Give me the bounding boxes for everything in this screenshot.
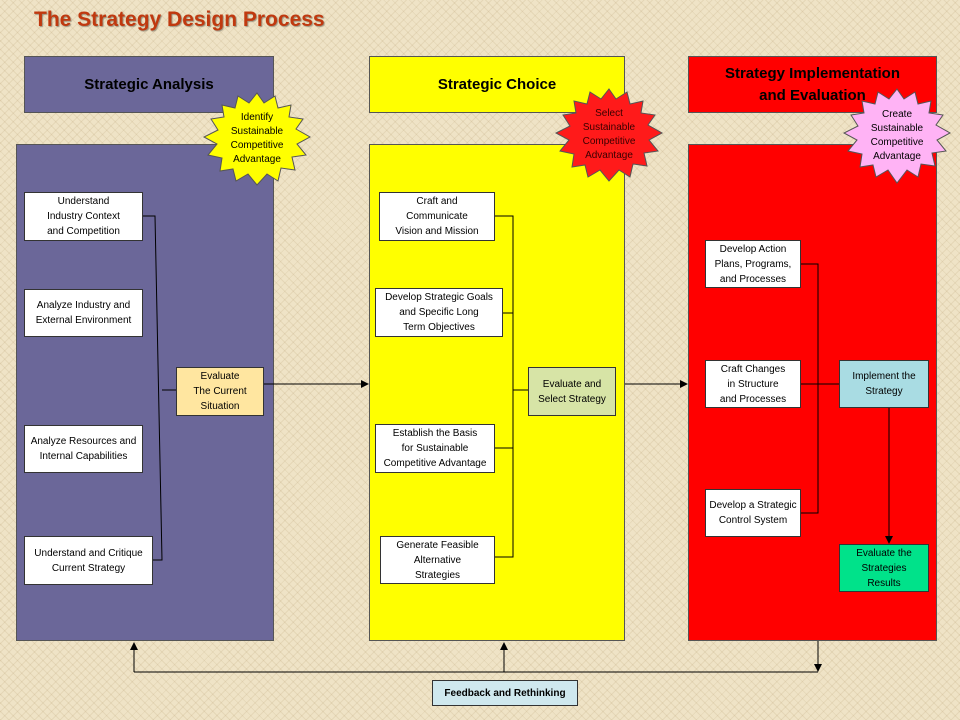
analysis-item-current-strategy: Understand and Critique Current Strategy — [24, 536, 153, 585]
select-advantage-text: Select Sustainable Competitive Advantage — [582, 108, 636, 161]
choice-item-alternative-strategies: Generate Feasible Alternative Strategies — [380, 536, 495, 584]
implement-strategy-box: Implement the Strategy — [839, 360, 929, 408]
create-advantage-text: Create Sustainable Competitive Advantage — [870, 109, 924, 162]
strategic-analysis-header: Strategic Analysis — [24, 56, 274, 113]
feedback-rethinking-box: Feedback and Rethinking — [432, 680, 578, 706]
analysis-item-industry-context: Understand Industry Context and Competit… — [24, 192, 143, 241]
implementation-item-action-plans: Develop Action Plans, Programs, and Proc… — [705, 240, 801, 288]
create-advantage-badge: Create Sustainable Competitive Advantage — [840, 88, 954, 184]
choice-item-strategic-goals: Develop Strategic Goals and Specific Lon… — [375, 288, 503, 337]
strategic-choice-header-label: Strategic Choice — [437, 76, 557, 93]
identify-advantage-badge: Identify Sustainable Competitive Advanta… — [200, 92, 314, 186]
select-advantage-badge: Select Sustainable Competitive Advantage — [552, 88, 666, 182]
strategic-choice-header: Strategic Choice — [369, 56, 625, 113]
analysis-bracket — [143, 215, 176, 561]
starburst-shape-pink — [842, 88, 952, 184]
page-title: The Strategy Design Process — [34, 8, 325, 31]
analysis-item-internal-capabilities: Analyze Resources and Internal Capabilit… — [24, 425, 143, 473]
choice-item-vision-mission: Craft and Communicate Vision and Mission — [379, 192, 495, 241]
starburst-shape-red — [554, 88, 664, 182]
analysis-item-external-environment: Analyze Industry and External Environmen… — [24, 289, 143, 337]
choice-bracket — [495, 215, 528, 558]
evaluate-results-box: Evaluate the Strategies Results — [839, 544, 929, 592]
starburst-shape-yellow — [202, 92, 312, 186]
strategy-implementation-header-label: Strategy Implementation and Evaluation — [724, 64, 901, 104]
choice-item-competitive-advantage: Establish the Basis for Sustainable Comp… — [375, 424, 495, 473]
evaluate-current-situation-box: Evaluate The Current Situation — [176, 367, 264, 416]
implementation-item-structure-changes: Craft Changes in Structure and Processes — [705, 360, 801, 408]
identify-advantage-text: Identify Sustainable Competitive Advanta… — [230, 112, 284, 165]
implementation-bracket — [801, 263, 839, 514]
implementation-item-control-system: Develop a Strategic Control System — [705, 489, 801, 537]
evaluate-select-strategy-box: Evaluate and Select Strategy — [528, 367, 616, 416]
strategic-analysis-header-label: Strategic Analysis — [84, 76, 214, 93]
